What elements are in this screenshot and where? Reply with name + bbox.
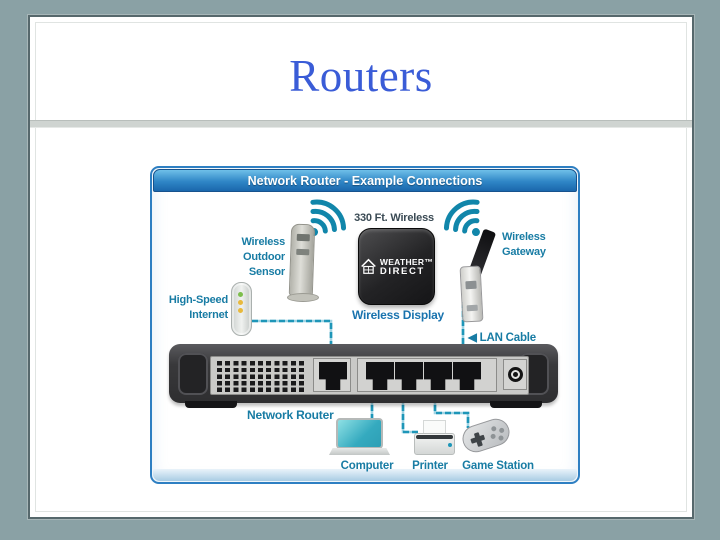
wireless-range-label: 330 Ft. Wireless bbox=[354, 212, 434, 224]
computer-icon bbox=[329, 418, 390, 456]
gateway-sticker2 bbox=[466, 304, 478, 312]
outdoor-sensor-device bbox=[287, 223, 319, 304]
power-port bbox=[508, 367, 523, 382]
wireless-gateway-label-line2: Gateway bbox=[502, 246, 546, 258]
router-end-cap-left bbox=[178, 353, 208, 395]
power-port-frame bbox=[503, 359, 527, 390]
outdoor-sensor-label-line2: Outdoor bbox=[243, 251, 285, 263]
laptop-screen bbox=[336, 418, 383, 449]
weather-direct-logo: WEATHER™ DIRECT bbox=[360, 256, 434, 277]
wireless-display-label: Wireless Display bbox=[351, 308, 445, 322]
power-port-pin bbox=[513, 372, 518, 377]
title-divider bbox=[30, 120, 692, 128]
slide-inner-frame bbox=[35, 22, 687, 512]
wifi-signal-right-icon bbox=[443, 199, 480, 237]
controller-button-3 bbox=[489, 433, 497, 440]
printer-label: Printer bbox=[412, 460, 448, 472]
router-panel bbox=[210, 356, 529, 395]
wireless-gateway-device bbox=[459, 265, 484, 323]
lan-port-1 bbox=[366, 362, 394, 390]
router-foot-right bbox=[490, 401, 542, 408]
lan-arrow-icon: ◀ bbox=[468, 332, 477, 344]
printer-slot bbox=[416, 435, 453, 439]
cable-router-to-printer bbox=[401, 396, 418, 434]
wan-port-frame bbox=[313, 358, 351, 392]
outdoor-sensor-label-line1: Wireless bbox=[241, 236, 285, 248]
weather-display-device: WEATHER™ DIRECT bbox=[358, 228, 435, 305]
wireless-gateway-label-line1: Wireless bbox=[502, 231, 546, 243]
laptop-base bbox=[329, 448, 390, 455]
network-router-label: Network Router bbox=[247, 408, 334, 422]
lan-cable-label-text: LAN Cable bbox=[479, 332, 537, 344]
lan-port-4 bbox=[453, 362, 481, 390]
wan-port bbox=[319, 362, 347, 390]
printer-icon bbox=[414, 420, 455, 456]
computer-label: Computer bbox=[340, 460, 394, 472]
diagram-header: Network Router - Example Connections bbox=[153, 169, 577, 192]
lan-port-group bbox=[357, 358, 497, 392]
modem-led-amber2 bbox=[238, 308, 243, 313]
outdoor-sensor-label: Wireless Outdoor Sensor bbox=[205, 235, 285, 280]
outdoor-sensor-tower bbox=[288, 223, 316, 297]
outdoor-sensor-label-line3: Sensor bbox=[248, 266, 285, 278]
cable-router-to-game bbox=[433, 396, 470, 428]
outdoor-sensor-display bbox=[296, 233, 310, 242]
lan-port-2 bbox=[395, 362, 423, 390]
game-station-label: Game Station bbox=[462, 460, 534, 472]
logo-line1: WEATHER™ bbox=[379, 256, 434, 267]
outdoor-sensor-base bbox=[287, 293, 319, 302]
high-speed-internet-label-line1: High-Speed bbox=[168, 294, 228, 306]
slide-title: Routers bbox=[289, 51, 433, 101]
gateway-sticker bbox=[465, 280, 477, 290]
outdoor-sensor-display2 bbox=[296, 248, 310, 256]
lan-cable-label: ◀LAN Cable bbox=[468, 331, 568, 345]
controller-pad bbox=[459, 415, 513, 456]
modem-led-green bbox=[238, 292, 243, 297]
lan-port-3 bbox=[424, 362, 452, 390]
controller-button-4 bbox=[497, 434, 505, 442]
high-speed-internet-label: High-Speed Internet bbox=[156, 293, 228, 323]
router-device bbox=[169, 344, 558, 408]
diagram-bottom-strip bbox=[153, 469, 577, 481]
wireless-gateway-label: Wireless Gateway bbox=[502, 230, 572, 260]
router-vent-grid bbox=[217, 360, 307, 392]
controller-button-2 bbox=[498, 427, 505, 434]
printer-led bbox=[448, 443, 452, 447]
game-controller-icon bbox=[459, 413, 513, 459]
logo-line2: DIRECT bbox=[379, 265, 425, 277]
controller-button-1 bbox=[490, 425, 497, 432]
router-foot-left bbox=[185, 401, 237, 408]
high-speed-internet-label-line2: Internet bbox=[189, 309, 228, 321]
modem-led-amber1 bbox=[238, 300, 243, 305]
slide: Routers Network Router - Example Connect… bbox=[28, 15, 694, 519]
network-diagram-image: Network Router - Example Connections 330… bbox=[150, 166, 580, 484]
house-icon bbox=[361, 258, 376, 274]
internet-modem-device bbox=[231, 282, 252, 336]
